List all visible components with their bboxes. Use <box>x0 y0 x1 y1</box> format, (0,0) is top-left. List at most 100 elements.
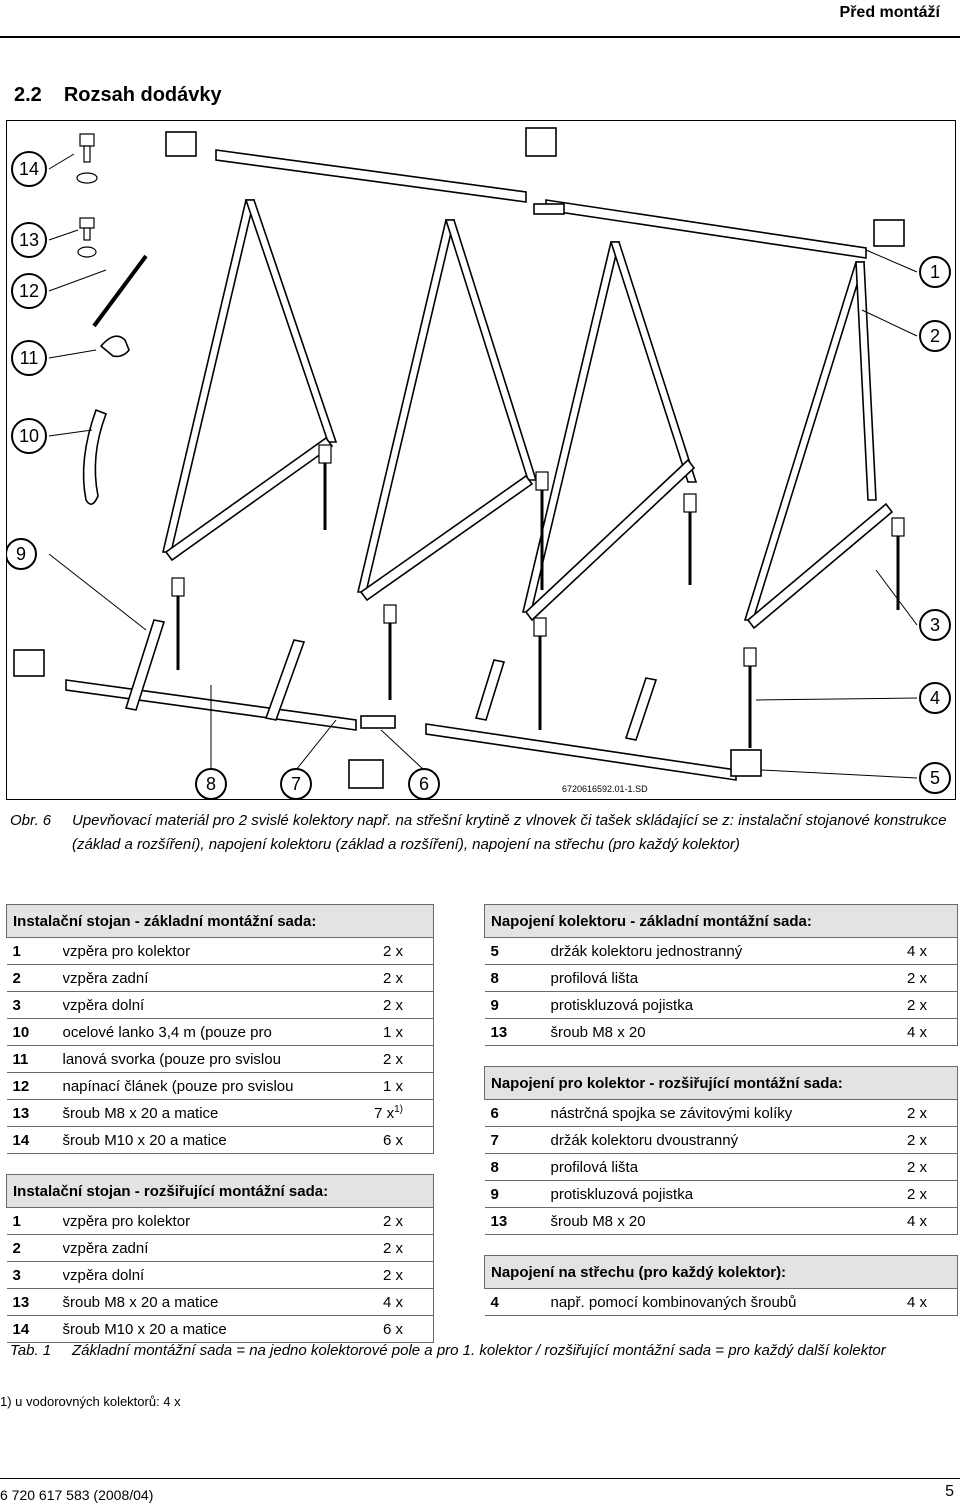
turnbuckle <box>92 254 148 328</box>
svg-text:14: 14 <box>19 159 39 179</box>
collector-holder <box>13 649 45 677</box>
parts-table-right: Napojení kolektoru - základní montážní s… <box>484 904 959 1316</box>
figure-caption-text: Upevňovací materiál pro 2 svislé kolekto… <box>72 812 947 853</box>
page-number: 5 <box>945 1483 954 1500</box>
svg-text:8: 8 <box>206 774 216 794</box>
callout-3: 3 <box>919 609 951 641</box>
callout-8: 8 <box>195 768 227 800</box>
stand-frame-3 <box>521 241 698 622</box>
push-on-connector <box>533 203 565 215</box>
svg-text:4: 4 <box>930 688 940 708</box>
parts-table-left: Instalační stojan - základní montážní sa… <box>6 904 434 1343</box>
stand-frame-2 <box>356 219 538 602</box>
profile-rail-top-left <box>215 149 527 203</box>
callout-2: 2 <box>919 320 951 352</box>
profile-rail-top-right <box>545 199 867 259</box>
callout-13: 13 <box>11 222 47 258</box>
table-section-title: Napojení pro kolektor - rozšiřující mont… <box>484 1066 958 1100</box>
bolt-m10 <box>76 133 98 184</box>
table-section-title: Napojení kolektoru - základní montážní s… <box>484 904 958 938</box>
table-caption-text: Základní montážní sada = na jedno kolekt… <box>72 1342 886 1359</box>
roof-screw <box>171 444 905 748</box>
callout-5: 5 <box>919 762 951 794</box>
stand-frame-4 <box>743 261 894 630</box>
document-number: 6 720 617 583 (2008/04) <box>0 1487 154 1503</box>
svg-text:7: 7 <box>291 774 301 794</box>
callout-14: 14 <box>11 151 47 187</box>
running-header: Před montáží <box>839 4 940 21</box>
svg-text:5: 5 <box>930 768 940 788</box>
anti-slip-hook <box>124 619 166 711</box>
footer-rule <box>0 1478 960 1479</box>
profile-rail-bottom-right <box>425 723 737 781</box>
section-number: 2.2 <box>14 84 42 106</box>
footnote: 1) u vodorovných kolektorů: 4 x <box>0 1394 181 1409</box>
steel-wire <box>82 408 108 505</box>
callout-10: 10 <box>11 418 47 454</box>
svg-text:9: 9 <box>16 544 26 564</box>
callout-11: 11 <box>11 340 47 376</box>
header-rule <box>0 36 960 38</box>
figure-caption: Obr. 6 Upevňovací materiál pro 2 svislé … <box>10 809 950 857</box>
table-caption-label: Tab. 1 <box>10 1342 52 1359</box>
table-section-title: Instalační stojan - základní montážní sa… <box>6 904 434 938</box>
push-on-connector <box>360 715 396 729</box>
wire-clamp <box>99 335 130 358</box>
figure-code: 6720616592.01-1.SD <box>562 784 648 794</box>
svg-text:11: 11 <box>20 348 39 368</box>
callout-4: 4 <box>919 682 951 714</box>
anti-slip-hook <box>264 639 306 721</box>
callout-6: 6 <box>408 768 440 800</box>
table-section-title: Instalační stojan - rozšiřující montážní… <box>6 1174 434 1208</box>
mounting-kit-illustration: 14 13 12 11 10 9 8 7 6 1 2 3 4 5 6720616… <box>6 120 956 800</box>
section-title: Rozsah dodávky <box>63 84 222 106</box>
table-section-title: Napojení na střechu (pro každý kolektor)… <box>484 1255 958 1289</box>
collector-holder <box>730 749 762 777</box>
callout-7: 7 <box>280 768 312 800</box>
collector-holder <box>873 219 905 247</box>
svg-text:13: 13 <box>19 230 39 250</box>
collector-holder <box>165 131 197 157</box>
anti-slip-hook <box>474 659 506 721</box>
figure-caption-label: Obr. 6 <box>10 812 52 829</box>
section-heading: 2.2 Rozsah dodávky <box>14 84 222 107</box>
collector-holder <box>348 759 384 789</box>
callout-12: 12 <box>11 273 47 309</box>
anti-slip-hook <box>624 677 658 741</box>
table-caption: Tab. 1 Základní montážní sada = na jedno… <box>10 1339 950 1363</box>
svg-text:1: 1 <box>930 262 940 282</box>
bolt-m8 <box>77 217 97 258</box>
svg-text:10: 10 <box>19 426 39 446</box>
svg-text:12: 12 <box>19 281 39 301</box>
callout-1: 1 <box>919 256 951 288</box>
collector-holder <box>525 127 557 157</box>
svg-text:6: 6 <box>419 774 429 794</box>
stand-frame-1 <box>161 199 338 562</box>
svg-text:2: 2 <box>930 326 940 346</box>
callout-9: 9 <box>6 538 37 570</box>
svg-text:3: 3 <box>930 615 940 635</box>
